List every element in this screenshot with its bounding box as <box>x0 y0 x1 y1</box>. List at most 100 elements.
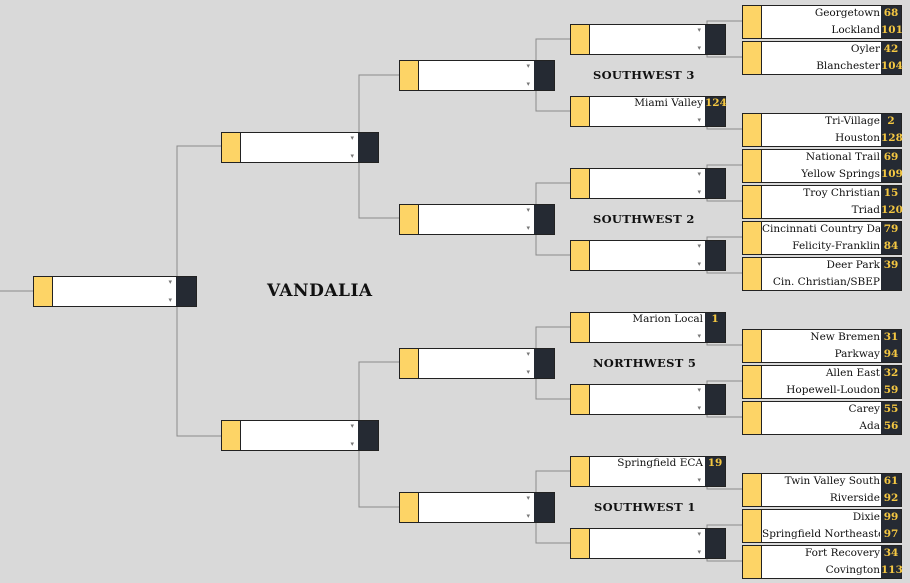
chevron-down-icon[interactable]: ▾ <box>697 548 701 556</box>
quarterfinal-slot-3[interactable]: ▾ ▾ <box>399 348 555 379</box>
team-name: Triad <box>851 204 880 216</box>
seed-number: 124 <box>705 97 727 109</box>
seed-number: 92 <box>883 492 899 504</box>
round2-slot-1[interactable]: ▾ ▾ <box>570 24 726 55</box>
chevron-down-icon[interactable]: ▾ <box>697 188 701 196</box>
team-name: Dixie <box>852 511 880 523</box>
chevron-down-icon[interactable]: ▾ <box>697 170 701 178</box>
team-name: Marion Local <box>632 313 703 325</box>
chevron-down-icon[interactable]: ▾ <box>350 422 354 430</box>
seed-number: 42 <box>883 43 899 55</box>
seed-number: 120 <box>881 204 903 216</box>
team-name: Felicity-Franklin <box>792 240 880 252</box>
round2-slot-bye-3[interactable]: Springfield ECA 19 ▾ <box>570 456 726 487</box>
chevron-down-icon[interactable]: ▾ <box>350 440 354 448</box>
quarterfinal-slot-1[interactable]: ▾ ▾ <box>399 60 555 91</box>
round2-slot-6[interactable]: ▾ ▾ <box>570 384 726 415</box>
team-name: Troy Christian <box>803 187 880 199</box>
semifinal-slot-1[interactable]: ▾ ▾ <box>221 132 379 163</box>
semifinal-slot-2[interactable]: ▾ ▾ <box>221 420 379 451</box>
chevron-down-icon[interactable]: ▾ <box>697 530 701 538</box>
seed-number: 39 <box>883 259 899 271</box>
chevron-down-icon[interactable]: ▾ <box>697 26 701 34</box>
seed-number: 97 <box>883 528 899 540</box>
team-name: Cin. Christian/SBEP <box>772 276 880 288</box>
region-label: SOUTHWEST 1 <box>594 500 696 514</box>
final-slot[interactable]: ▾ ▾ <box>33 276 197 307</box>
team-name: Georgetown <box>814 7 880 19</box>
seed-number: 56 <box>883 420 899 432</box>
chevron-down-icon[interactable]: ▾ <box>350 152 354 160</box>
team-name: Lockland <box>831 24 880 36</box>
chevron-down-icon[interactable]: ▾ <box>526 512 530 520</box>
team-name: Covington <box>825 564 880 576</box>
region-label: SOUTHWEST 3 <box>593 68 695 82</box>
seed-number: 99 <box>883 511 899 523</box>
chevron-down-icon[interactable]: ▾ <box>526 350 530 358</box>
chevron-down-icon[interactable]: ▾ <box>697 260 701 268</box>
seed-number: 1 <box>711 313 719 325</box>
chevron-down-icon[interactable]: ▾ <box>526 206 530 214</box>
team-name: Twin Valley South <box>784 475 880 487</box>
chevron-down-icon[interactable]: ▾ <box>697 332 701 340</box>
round2-slot-3[interactable]: ▾ ▾ <box>570 168 726 199</box>
team-name: Miami Valley <box>634 97 703 109</box>
team-name: Springfield ECA <box>617 457 703 469</box>
seed-number: 32 <box>883 367 899 379</box>
quarterfinal-slot-4[interactable]: ▾ ▾ <box>399 492 555 523</box>
team-name: Tri-Village <box>825 115 880 127</box>
team-name: Hopewell-Loudon <box>786 384 880 396</box>
team-name: Riverside <box>829 492 880 504</box>
chevron-down-icon[interactable]: ▾ <box>526 368 530 376</box>
team-name: Oyler <box>850 43 880 55</box>
seed-number: 61 <box>883 475 899 487</box>
chevron-down-icon[interactable]: ▾ <box>526 80 530 88</box>
chevron-down-icon[interactable]: ▾ <box>697 242 701 250</box>
round2-slot-bye-2[interactable]: Marion Local 1 ▾ <box>570 312 726 343</box>
round2-slot-4[interactable]: ▾ ▾ <box>570 240 726 271</box>
seed-number: 2 <box>887 115 895 127</box>
round2-slot-8[interactable]: ▾ ▾ <box>570 528 726 559</box>
seed-number: 94 <box>883 348 899 360</box>
chevron-down-icon[interactable]: ▾ <box>526 494 530 502</box>
seed-number: 55 <box>883 403 899 415</box>
quarterfinal-slot-2[interactable]: ▾ ▾ <box>399 204 555 235</box>
round2-slot-bye-1[interactable]: Miami Valley 124 ▾ <box>570 96 727 127</box>
seed-number: 79 <box>883 223 899 235</box>
seed-number: 34 <box>883 547 899 559</box>
chevron-down-icon[interactable]: ▾ <box>697 116 701 124</box>
chevron-down-icon[interactable]: ▾ <box>697 386 701 394</box>
team-name: Springfield Northeastern <box>762 528 880 540</box>
chevron-down-icon[interactable]: ▾ <box>350 134 354 142</box>
chevron-down-icon[interactable]: ▾ <box>697 404 701 412</box>
team-name: New Bremen <box>810 331 880 343</box>
seed-number: 84 <box>883 240 899 252</box>
team-name: National Trail <box>805 151 880 163</box>
chevron-down-icon[interactable]: ▾ <box>697 44 701 52</box>
team-name: Houston <box>835 132 880 144</box>
chevron-down-icon[interactable]: ▾ <box>697 476 701 484</box>
team-name: Ada <box>859 420 880 432</box>
chevron-down-icon[interactable]: ▾ <box>526 62 530 70</box>
chevron-down-icon[interactable]: ▾ <box>168 296 172 304</box>
seed-number: 15 <box>883 187 899 199</box>
seed-number: 113 <box>881 564 903 576</box>
seed-number: 104 <box>881 60 903 72</box>
team-name: Yellow Springs <box>801 168 880 180</box>
seed-number <box>881 274 901 291</box>
chevron-down-icon[interactable]: ▾ <box>168 278 172 286</box>
chevron-down-icon[interactable]: ▾ <box>526 224 530 232</box>
